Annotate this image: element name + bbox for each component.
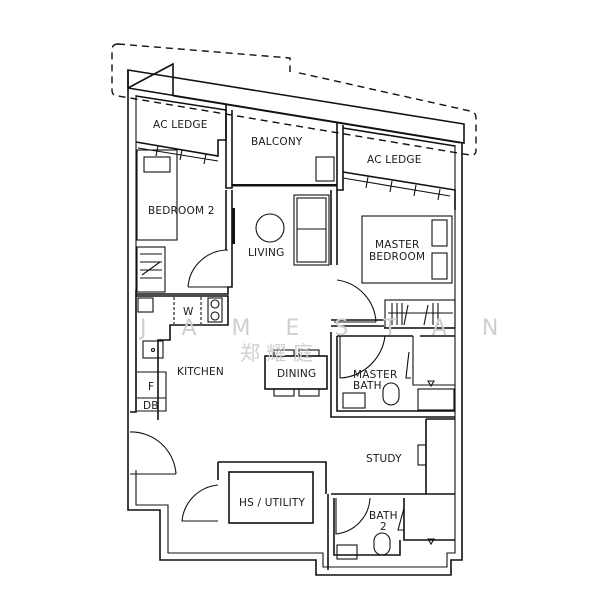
balcony-wall-right <box>336 122 344 191</box>
bedroom2-wardrobe <box>136 246 166 293</box>
bath2-floor-trap <box>427 538 435 546</box>
bedroom2-wardrobe-hangers <box>140 253 162 279</box>
master-bedroom-bottom-wall <box>331 319 455 329</box>
label-bath2-1: BATH <box>369 510 398 522</box>
balcony-wall-left <box>225 104 233 189</box>
label-ac-ledge-right: AC LEDGE <box>367 154 422 166</box>
label-study: STUDY <box>366 453 402 465</box>
master-bath-shower-screen <box>405 351 411 379</box>
master-bed <box>361 215 453 284</box>
master-bath-shower-wall <box>412 336 455 386</box>
kitchen-entry-door <box>129 431 177 475</box>
watermark-latin: J A M E S T A N <box>138 316 512 341</box>
dining-chair-4 <box>298 388 320 397</box>
master-bed-pillow-2 <box>431 252 448 280</box>
bath2-door <box>335 497 371 535</box>
ac-ledge-left-wall <box>135 95 227 157</box>
kitchen-left-wall <box>130 290 137 413</box>
master-wardrobe-hangers <box>388 303 453 326</box>
top-ledge-inner <box>172 95 461 144</box>
outer-wall <box>127 70 463 576</box>
kitchen-small-box <box>137 297 154 313</box>
label-hs-utility: HS / UTILITY <box>239 497 306 509</box>
hob-ring-2 <box>210 311 220 321</box>
bedroom2-door-swing <box>187 249 229 288</box>
dining-chair-2 <box>298 349 320 357</box>
master-bedroom-left-wall <box>330 190 338 265</box>
master-bath-basin <box>342 392 366 409</box>
watermark-chinese: 郑 耀 庭 <box>240 341 313 365</box>
dining-chair-1 <box>273 349 295 357</box>
master-bath-tray <box>417 388 455 411</box>
label-kitchen: KITCHEN <box>177 366 224 378</box>
fridge-db-box <box>137 371 167 412</box>
hob <box>207 297 223 323</box>
label-bedroom2: BEDROOM 2 <box>148 205 215 217</box>
ac-ledge-right-wall <box>342 127 456 210</box>
label-master-bedroom-1: MASTER <box>375 239 419 251</box>
label-master-bath-1: MASTER <box>353 369 397 381</box>
bath2-shower-screen <box>397 507 405 531</box>
master-door-swing <box>334 279 377 323</box>
balcony-sliding-door <box>232 184 337 187</box>
kitchen-counter-top <box>136 295 229 420</box>
hob-ring-1 <box>210 299 220 309</box>
study-desk-item <box>417 444 427 466</box>
ac-ledge-right-rail <box>342 176 451 201</box>
bedroom2-right-wall <box>225 190 233 250</box>
master-bath-walls <box>330 332 455 418</box>
roof-outline-dashed <box>111 43 477 156</box>
corner-triangle <box>127 62 174 96</box>
label-bath2-2: 2 <box>380 521 387 533</box>
bedroom2-bed <box>136 149 178 241</box>
label-master-bedroom-2: BEDROOM <box>369 251 425 263</box>
hs-utility-outer <box>217 461 327 494</box>
kitchen-sink <box>142 340 164 359</box>
balcony-column <box>315 156 335 182</box>
master-bath-wc <box>382 382 400 406</box>
label-washer: W <box>183 306 194 318</box>
bath2-wc <box>373 532 391 556</box>
label-balcony: BALCONY <box>251 136 303 148</box>
label-master-bath-2: BATH <box>353 380 382 392</box>
master-bath-floor-trap <box>427 380 435 388</box>
ac-ledge-left-rail <box>137 145 219 165</box>
kitchen-sink-drain <box>150 347 156 353</box>
bath2-walls <box>327 494 455 570</box>
master-bath-door <box>339 335 386 379</box>
bedroom2-door-slab <box>232 208 235 244</box>
living-sofa-inner <box>296 197 327 263</box>
living-round-table <box>255 213 285 243</box>
dining-table <box>264 355 328 390</box>
label-db: DB <box>143 400 159 412</box>
label-ac-ledge-left: AC LEDGE <box>153 119 208 131</box>
living-sofa <box>293 194 330 266</box>
dining-chair-3 <box>273 388 295 397</box>
label-dining: DINING <box>277 368 316 380</box>
bath2-basin <box>336 544 358 560</box>
master-bed-pillow-1 <box>431 219 448 247</box>
hs-utility-room <box>228 471 314 524</box>
label-living: LIVING <box>248 247 284 259</box>
bedroom2-pillow <box>143 156 171 173</box>
hs-utility-door <box>181 484 219 522</box>
washer-dashed <box>173 297 202 324</box>
label-fridge: F <box>148 381 154 393</box>
